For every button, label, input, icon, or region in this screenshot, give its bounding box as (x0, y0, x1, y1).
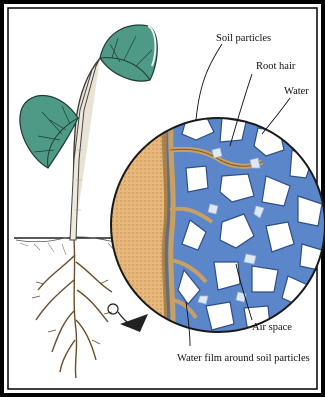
label-air-space: Air space (252, 322, 292, 333)
magnify-pointer (108, 304, 148, 332)
label-water-film: Water film around soil particles (177, 353, 310, 364)
label-soil-particles: Soil particles (216, 33, 271, 44)
plant-roots (32, 240, 112, 378)
plant-leaf-left (20, 96, 78, 168)
leader-water (262, 98, 290, 134)
plant-stem (70, 58, 100, 240)
plant-leaf-top (100, 25, 157, 81)
label-water: Water (284, 86, 309, 97)
leader-soil-particles (196, 44, 222, 120)
label-root-hair: Root hair (256, 61, 296, 72)
